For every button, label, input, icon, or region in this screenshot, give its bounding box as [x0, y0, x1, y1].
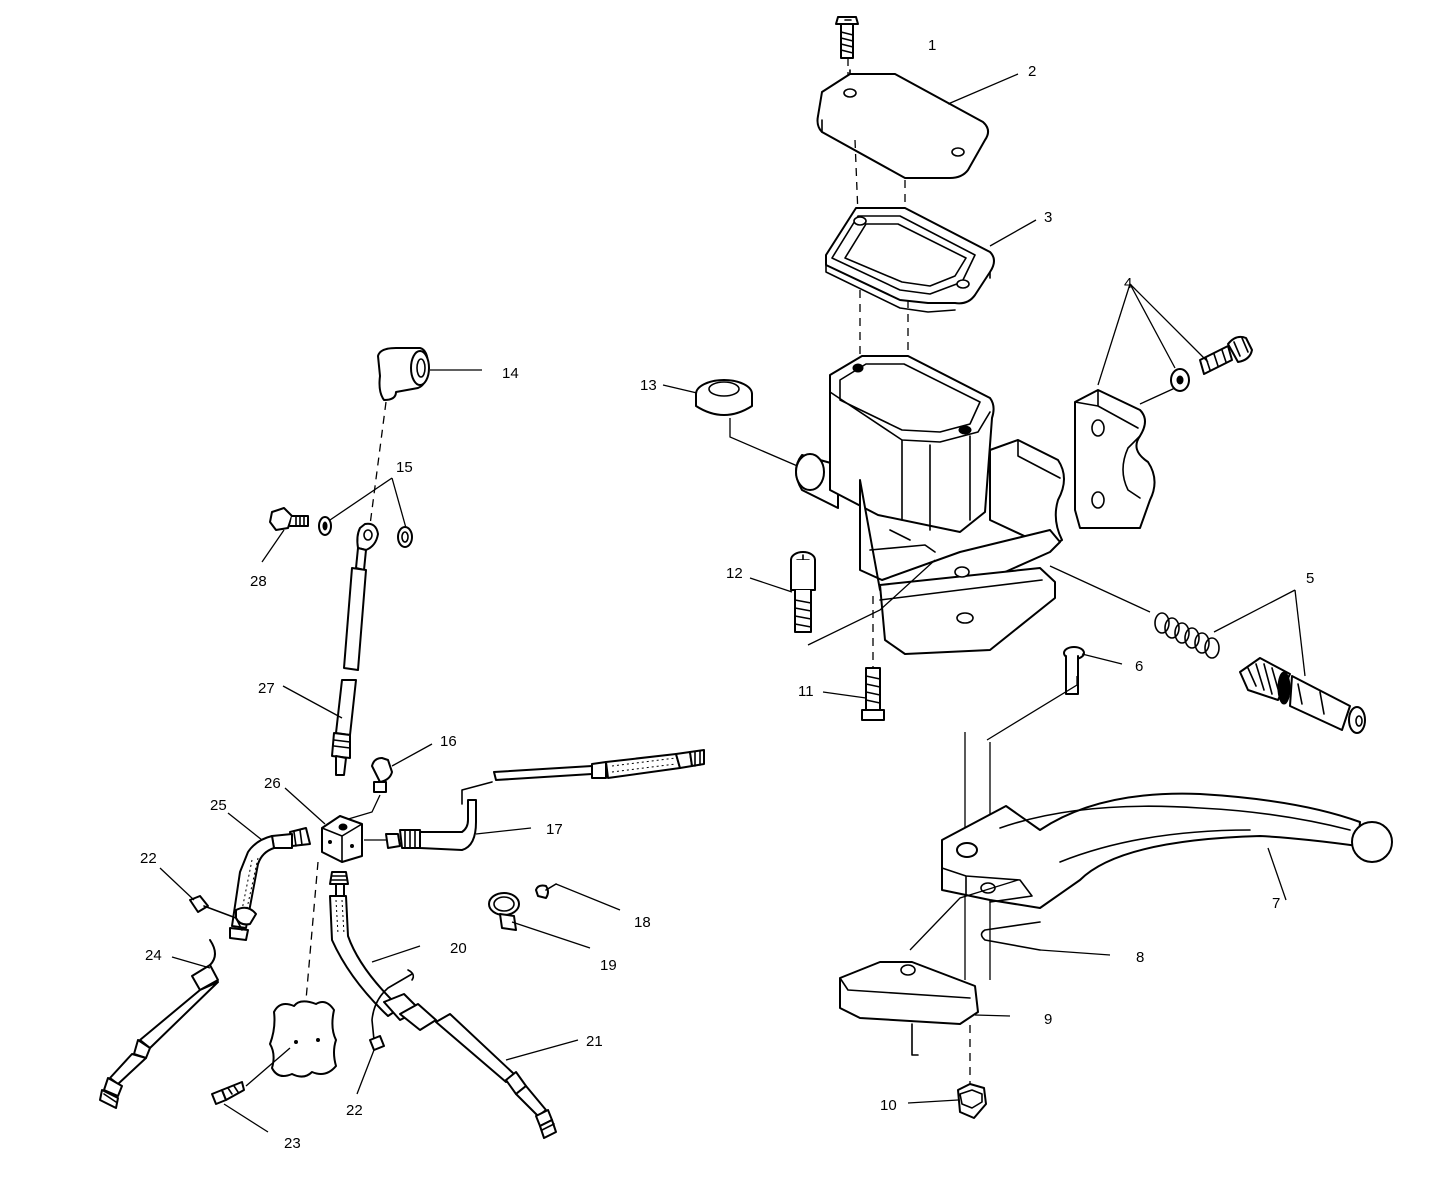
callout-25: 25 [210, 797, 227, 814]
cover-screw-part-1 [835, 16, 859, 90]
nut-part-10 [907, 1083, 987, 1119]
brake-line-part-17-upper [493, 749, 705, 781]
callout-21: 21 [586, 1033, 603, 1050]
callout-24: 24 [145, 947, 162, 964]
callout-15: 15 [396, 459, 413, 476]
callout-7: 7 [1272, 895, 1280, 912]
callout-27: 27 [258, 680, 275, 697]
callout-19: 19 [600, 957, 617, 974]
callout-23: 23 [284, 1135, 301, 1152]
master-cylinder-body [795, 355, 1065, 655]
callout-labels: 1 2 3 4 5 6 7 8 9 10 11 12 13 14 15 16 1… [140, 37, 1314, 1152]
piston-spring-part-5 [1049, 565, 1366, 734]
brake-line-part-24 [99, 927, 249, 1109]
washers-part-15 [318, 477, 413, 548]
callout-28: 28 [250, 573, 267, 590]
callout-12: 12 [726, 565, 743, 582]
callout-11: 11 [798, 683, 814, 700]
hose-clamp-part-19 [488, 892, 591, 949]
callout-26: 26 [264, 775, 281, 792]
brake-line-part-25 [227, 812, 311, 929]
callout-18: 18 [634, 914, 651, 931]
callout-16: 16 [440, 733, 457, 750]
diaphragm-gasket-part-3 [825, 207, 1037, 313]
callout-2: 2 [1028, 63, 1036, 80]
junction-block-part-26 [284, 787, 363, 1001]
callout-5: 5 [1306, 570, 1314, 587]
callout-8: 8 [1136, 949, 1144, 966]
callout-10: 10 [880, 1097, 897, 1114]
clip-part-22-right [356, 969, 415, 1095]
clamp-screw-part-18 [535, 883, 621, 911]
callout-3: 3 [1044, 209, 1052, 226]
callout-22-right: 22 [346, 1102, 363, 1119]
tee-boot-part-14 [369, 347, 482, 526]
callout-13: 13 [640, 377, 657, 394]
callout-6: 6 [1135, 658, 1143, 675]
reservoir-cover-part-2 [816, 69, 1019, 179]
lever-spring-part-8 [980, 921, 1111, 956]
callout-9: 9 [1044, 1011, 1052, 1028]
callout-14: 14 [502, 365, 519, 382]
handlebar-clamp-part-4 [1074, 283, 1253, 529]
brake-line-part-17 [364, 781, 532, 851]
callout-22-left: 22 [140, 850, 157, 867]
banjo-bolt-part-28 [261, 507, 309, 563]
boot-part-13 [662, 379, 831, 481]
callout-1: 1 [928, 37, 936, 54]
clip-part-22-left [159, 867, 257, 931]
screw-part-11 [822, 596, 885, 721]
actuator-part-9 [839, 879, 1019, 1085]
bleeder-part-16 [344, 743, 433, 821]
callout-20: 20 [450, 940, 467, 957]
brake-line-part-20 [329, 871, 437, 1031]
callout-4: 4 [1124, 275, 1132, 292]
callout-17: 17 [546, 821, 563, 838]
pivot-pin-part-6 [986, 646, 1123, 741]
brake-lever-part-7 [941, 732, 1393, 980]
brake-line-part-21 [435, 1013, 579, 1139]
mount-plate-part-23 [211, 1000, 337, 1133]
pivot-bolt-part-12 [749, 551, 936, 646]
brake-line-part-27 [282, 522, 379, 776]
